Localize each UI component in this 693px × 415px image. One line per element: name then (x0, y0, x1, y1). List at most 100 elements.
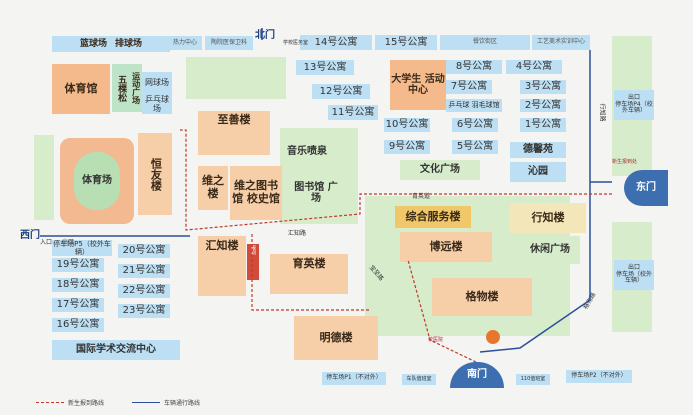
culture-plaza[interactable]: 文化广场 (400, 160, 480, 180)
leisure-plaza[interactable]: 休闲广场 (520, 236, 580, 264)
p3-exit-label: 出口 (627, 263, 640, 271)
health-marker[interactable] (486, 330, 500, 344)
dorm-20-label: 20号公寓 (122, 245, 166, 257)
south-gate[interactable]: 南门 (450, 362, 504, 388)
dorm-1[interactable]: 1号公寓 (520, 118, 566, 132)
dorm-16-label: 16号公寓 (56, 319, 100, 331)
yuying-label: 育英楼 (292, 257, 326, 270)
parking-p5[interactable]: 停车场P5（校外车辆） (52, 240, 112, 256)
art-center-label: 工艺美术实训中心 (536, 38, 585, 46)
intl-center[interactable]: 国际学术交流中心 (52, 340, 180, 360)
dorm-12-label: 12号公寓 (319, 85, 363, 97)
parking-p1[interactable]: 停车场P1（不对外） (322, 372, 386, 385)
parking-p4[interactable]: 出口 停车场P4（校外车辆） (614, 90, 654, 120)
dorm-8-label: 8号公寓 (455, 61, 493, 73)
pingpong-court[interactable]: 乒乓球场 (142, 94, 172, 114)
dorm-23-label: 23号公寓 (122, 305, 166, 317)
power-center[interactable]: 热力中心 (168, 36, 202, 50)
dorm-17-label: 17号公寓 (56, 299, 100, 311)
fleet-office[interactable]: 车队值班室 (402, 374, 436, 385)
canteen-label: 餐饮街区 (472, 38, 497, 46)
boyuan-building[interactable]: 博远楼 (400, 232, 492, 262)
dorm-6[interactable]: 6号公寓 (452, 118, 498, 132)
huizhi-building[interactable]: 汇知楼 (198, 236, 246, 296)
dorm-12[interactable]: 12号公寓 (312, 84, 370, 99)
music-fountain[interactable]: 音乐喷泉 (287, 138, 327, 166)
culture-plaza-label: 文化广场 (420, 164, 460, 176)
mingde-building[interactable]: 明德楼 (294, 316, 378, 360)
museum[interactable]: 陶院医保卫科 (205, 36, 253, 50)
xingzhi-building[interactable]: 行知楼 (510, 203, 586, 233)
dexin[interactable]: 德馨苑 (510, 142, 566, 158)
library[interactable]: 维之图书馆 校史馆 (230, 166, 282, 220)
hengyou-building[interactable]: 恒友楼 (138, 133, 172, 215)
dorm-21-label: 21号公寓 (122, 265, 166, 277)
parking-p3[interactable]: 出口 停车场（校外车辆） (614, 260, 654, 290)
mingde-label: 明德楼 (319, 330, 353, 344)
lawn-west (34, 135, 54, 220)
police-office-label: 110值班室 (520, 375, 546, 382)
gymnasium[interactable]: 体育馆 (52, 64, 110, 114)
art-center[interactable]: 工艺美术实训中心 (532, 35, 590, 50)
library-plaza[interactable]: 图书馆 广场 (292, 178, 340, 208)
west-gate[interactable]: 西门 (20, 230, 40, 241)
dorm-7[interactable]: 7号公寓 (446, 80, 492, 94)
qinyuan[interactable]: 沁园 (510, 162, 566, 182)
dorm-4[interactable]: 4号公寓 (506, 60, 562, 74)
north-gate[interactable]: 北门 (255, 30, 275, 41)
dorm-2[interactable]: 2号公寓 (520, 99, 566, 112)
canteen[interactable]: 餐饮街区 (440, 35, 530, 50)
dorm-19[interactable]: 19号公寓 (52, 258, 104, 272)
wudongsong[interactable]: 五棵松 (112, 64, 130, 112)
volleyball-label: 排球场 (115, 38, 143, 49)
dorm-23[interactable]: 23号公寓 (118, 304, 170, 318)
zhishan-building[interactable]: 至善楼 (198, 111, 270, 155)
activity-plaza[interactable]: 运动广场 (130, 64, 142, 112)
east-gate[interactable]: 东门 (624, 170, 668, 206)
dorm-22[interactable]: 22号公寓 (118, 284, 170, 298)
road-xingzhi: 行知路 (598, 103, 606, 122)
legend-vehicle: 车辆通行路线 (132, 398, 200, 407)
legend-freshman-label: 新生报到路线 (68, 400, 105, 407)
dorm-13[interactable]: 13号公寓 (296, 60, 354, 75)
yuying-building[interactable]: 育英楼 (270, 254, 348, 294)
stadium-label: 体育场 (82, 175, 112, 187)
dorm-21[interactable]: 21号公寓 (118, 264, 170, 278)
dorm-18[interactable]: 18号公寓 (52, 278, 104, 292)
dorm-15[interactable]: 15号公寓 (375, 35, 437, 50)
north-tag: 学校医务室 (283, 40, 309, 46)
dorm-14[interactable]: 14号公寓 (300, 35, 372, 50)
weizhi-building[interactable]: 维之楼 (198, 166, 228, 210)
student-center[interactable]: 大学生 活动中心 (390, 60, 446, 110)
tennis-label: 网球场 (145, 78, 169, 88)
gewu-building[interactable]: 格物楼 (432, 278, 532, 316)
library-label: 维之图书馆 校史馆 (232, 179, 280, 205)
dorm-3[interactable]: 3号公寓 (520, 80, 566, 94)
dorm-8[interactable]: 8号公寓 (446, 60, 502, 74)
red-star-tag[interactable]: 报到 (247, 244, 259, 280)
activity-plaza-label: 运动广场 (131, 72, 141, 104)
parking-p2[interactable]: 停车场P2（不对外） (566, 370, 632, 383)
dorm-9[interactable]: 9号公寓 (384, 140, 430, 154)
dorm-5[interactable]: 5号公寓 (452, 140, 498, 154)
dorm-6-label: 6号公寓 (456, 119, 494, 131)
dorm-16[interactable]: 16号公寓 (52, 318, 104, 332)
huizhi-label: 汇知楼 (205, 239, 239, 252)
p4-label: 停车场P4（校外车辆） (615, 100, 653, 115)
basketball-court[interactable]: 篮球场 排球场 (52, 36, 170, 52)
lawn-north (186, 57, 286, 99)
dorm-20[interactable]: 20号公寓 (118, 244, 170, 258)
police-office[interactable]: 110值班室 (516, 374, 550, 385)
service-building[interactable]: 综合服务楼 (395, 206, 471, 228)
student-center-label: 大学生 活动中心 (391, 73, 445, 97)
pingpong-badminton[interactable]: 乒乓球 羽毛球馆 (446, 99, 502, 112)
tennis-court[interactable]: 网球场 (142, 72, 172, 94)
dorm-17[interactable]: 17号公寓 (52, 298, 104, 312)
dorm-10[interactable]: 10号公寓 (384, 118, 430, 132)
dorm-11[interactable]: 11号公寓 (328, 105, 378, 120)
dorm-4-label: 4号公寓 (515, 61, 553, 73)
stadium[interactable]: 体育场 (60, 138, 134, 224)
hengyou-label: 恒友楼 (149, 157, 163, 191)
dorm-7-label: 7号公寓 (450, 81, 488, 93)
